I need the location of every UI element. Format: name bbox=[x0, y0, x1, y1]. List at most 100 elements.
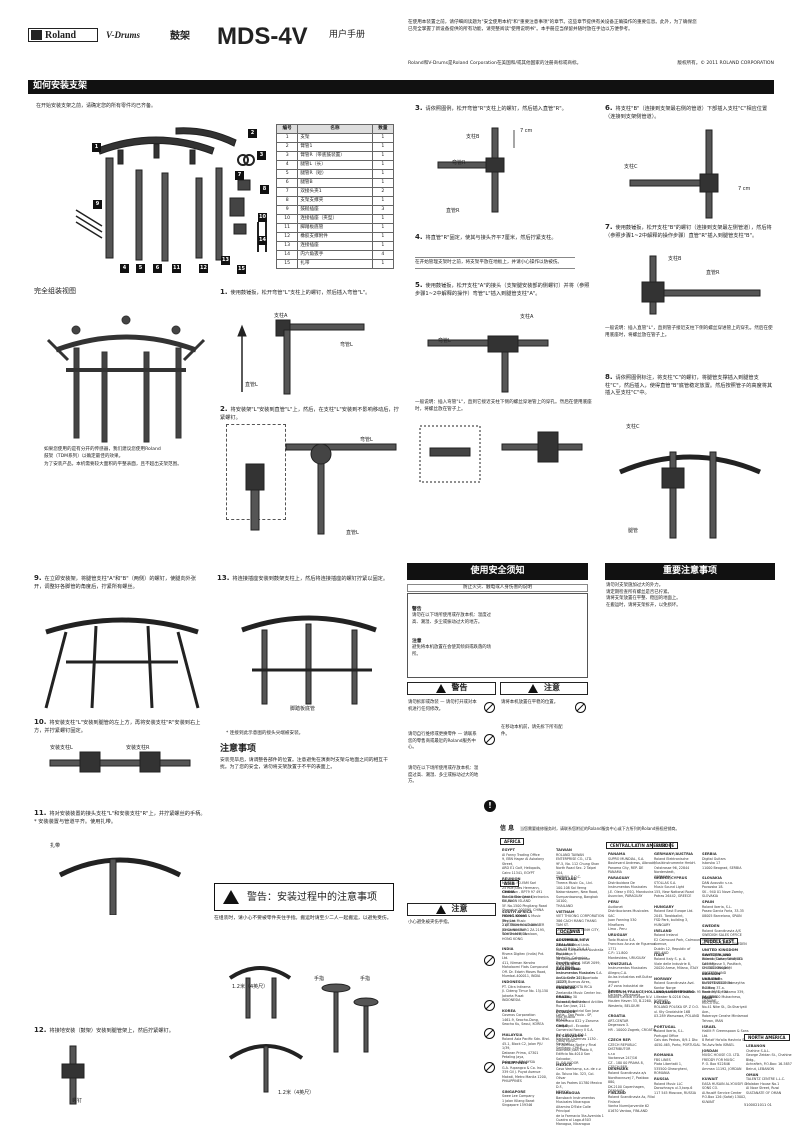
part-num-1: 1 bbox=[92, 143, 101, 152]
caution-header-2: 注意 bbox=[407, 903, 496, 916]
address-line: Roland Music LLC bbox=[654, 1081, 683, 1086]
address-country: LEBANON bbox=[746, 1044, 766, 1048]
warning-item-2: 请勿自行维修或更换零件 — 请联系您的零售商或最近的Roland服务中心。 bbox=[408, 732, 477, 751]
step-1-num: 1. bbox=[220, 288, 228, 296]
part-number: 14 bbox=[275, 249, 299, 260]
caution-triangle-icon-3 bbox=[435, 905, 446, 914]
step-9-num: 9. bbox=[34, 574, 42, 582]
safety-symbol-table: 警告 请勿在以下场所使用或存放本机：温度过高、潮湿、多尘或振动过大的地方。 注意… bbox=[407, 593, 588, 678]
address-line: Bansbach Instrumentos Musicales Nicaragu… bbox=[556, 1095, 596, 1105]
install-caution-illustration bbox=[228, 966, 379, 1093]
step-2: 2.将安装架"L"安装到直管"L"上，然后，在支柱"L"安装到不影响移动后，拧紧… bbox=[220, 404, 400, 422]
address-line: 01670 Vantaa, FINLAND bbox=[608, 1108, 648, 1113]
dim-2: 1.2米（4英尺） bbox=[278, 1090, 315, 1096]
address-line: Parque Industrial San Jose bbox=[556, 1008, 599, 1013]
step-2-illustration bbox=[245, 443, 397, 535]
address-line: Roland (U.K.) Ltd. bbox=[702, 952, 731, 957]
address-line: Edificio No.4010 San Salvador, bbox=[556, 1052, 591, 1061]
address-line: 9, EBN Hagar Al Askalany Street, bbox=[502, 857, 545, 866]
address-line: Centro Musical Ltda. bbox=[556, 942, 590, 947]
part-num-10: 10 bbox=[258, 213, 267, 222]
step-4-note: 在开始管理支架时之前，将支架平放在地板上，并请小心操作以防被伤。 bbox=[415, 257, 575, 269]
address-country: GREECE/CYPRUS bbox=[654, 876, 688, 880]
part-qty: 1 bbox=[371, 213, 395, 224]
address-line: Amman 11192, JORDAN bbox=[702, 1066, 742, 1071]
address-line: Mas Musika bbox=[556, 1014, 576, 1019]
part-qty: 1 bbox=[371, 159, 395, 170]
address-line: George Zeidan St., Chahine Bldg., bbox=[746, 1053, 792, 1062]
part-name: 双接头夹1 bbox=[297, 186, 373, 197]
product-name: 鼓架 bbox=[170, 31, 190, 42]
address-country: SWEDEN bbox=[702, 924, 720, 928]
part-num-9: 9 bbox=[93, 200, 102, 209]
address-line: Dee Why West. NSW 2099, bbox=[556, 961, 601, 965]
part-number: 3 bbox=[275, 150, 299, 161]
address-line: Nedecey Str. 30 bbox=[702, 990, 729, 995]
label-straight-l-1: 直管L bbox=[245, 382, 258, 388]
full-view-title: 完全组装视图 bbox=[34, 287, 76, 295]
address-line: 5F. No.1500 Pingliang Road bbox=[502, 903, 547, 908]
address-line: 11/F Silvercord Tower 1 bbox=[502, 923, 541, 928]
step-1: 1.使用鼓锤扳，松开弯管"L"支柱上的螺钉，然后插入弯管"L"。 bbox=[220, 287, 400, 298]
address-country: TAIWAN bbox=[556, 848, 572, 852]
label-7cm-3: 7 cm bbox=[520, 128, 533, 134]
safety-table-caution: 注意 避免将本机放置在会使其倾斜或跌落的场所。 bbox=[412, 638, 492, 658]
full-assembly-illustration bbox=[46, 315, 206, 443]
warning-header: 警告 bbox=[407, 682, 496, 695]
address-country: SWITZERLAND bbox=[702, 952, 732, 957]
address-line: 45-1, Block C2, Jalan PJU 1/39, bbox=[502, 1041, 543, 1051]
step-3-num: 3. bbox=[415, 104, 423, 112]
address-line: Roland (Switzerland) AG bbox=[702, 957, 742, 962]
part-num-6: 6 bbox=[153, 264, 162, 273]
address-line: EL SALVADOR bbox=[556, 1061, 579, 1066]
part-number: 7 bbox=[275, 186, 299, 197]
step-6-illustration bbox=[629, 129, 719, 219]
step-9: 9.在立即安装架，将腿管支柱"A"和"B"（两侧）的螺钉，使腿向外张开，调整好各… bbox=[34, 573, 206, 591]
address-country: IRAN bbox=[702, 996, 712, 1000]
step-3: 3.请依照图例，松开弯管"R"支柱上的螺钉，然后插入直管"R"。 bbox=[415, 103, 590, 114]
address-line: MEXICO bbox=[556, 1089, 570, 1094]
address-line: Jakarta Pusat bbox=[502, 993, 524, 998]
address-country: COSTA RICA bbox=[556, 962, 581, 966]
address-country: BELGIUM/FRANCE/HOLLAND/LUXEMBOURG bbox=[608, 990, 695, 994]
address-country: CHINA bbox=[502, 890, 515, 894]
address-line: Beirut, LEBANON bbox=[746, 1066, 775, 1071]
address-line: Rut.: 96.919.420-1 bbox=[556, 1032, 587, 1037]
important-item-3: 请将支架放置在平整、稳固的地面上。 bbox=[606, 596, 681, 602]
address-line: Lilleaker N-0216 Oslo, NORWAY bbox=[654, 994, 691, 1004]
install-caution-text: 在组装时，请小心不要被零件夹住手指。搬运时请至少二人一起搬运，以避免受伤。 bbox=[214, 916, 392, 921]
step-5-text: 使用鼓锤扳，松开支柱"A"的接头（支架腿安装部的侧螺钉）并将（参照步骤1~2中解… bbox=[415, 283, 590, 297]
address-line: REUNION ISLAND bbox=[502, 899, 531, 904]
address-line: THAILAND bbox=[556, 903, 573, 908]
address-country: ITALY bbox=[654, 952, 665, 957]
address-line: DIST.3, HO CHI MINH CITY, bbox=[556, 927, 600, 932]
step-13-text: 将连接插座安装到鼓架支柱上，然后将连接插座的螺钉拧紧以固定。 bbox=[232, 576, 389, 582]
part-number: 4 bbox=[275, 159, 299, 170]
address-line: (1123) Buenos Aires, bbox=[556, 980, 591, 985]
warning-item-1: 请勿拆卸或改装 — 请勿打开或对本机进行任何修改。 bbox=[408, 700, 477, 712]
address-line: Swee Lee Company bbox=[502, 1094, 535, 1099]
trademark: Roland和V-Drums是Roland Corporation在美国和/或其… bbox=[408, 61, 582, 66]
address-line: Lilleakerveien 2 Postboks 95 bbox=[654, 990, 701, 995]
address-country: INDONESIA bbox=[502, 980, 525, 984]
brand: Roland bbox=[45, 29, 77, 41]
address-line: Instrumentos Musicales S.A. bbox=[556, 971, 603, 976]
part-qty: 2 bbox=[371, 186, 395, 197]
address-line: Comercial Fancy II S.A. bbox=[556, 1028, 594, 1033]
step-11-note: * 安装装置与管道平齐。使用扎带。 bbox=[34, 818, 117, 825]
address-line: J.E. Olear y ESQ. Manduvira bbox=[608, 889, 654, 894]
address-line: P.O.Box 126 (Safat) 13002, KUWAIT bbox=[702, 1095, 747, 1104]
part-number: 11 bbox=[275, 222, 299, 233]
step-5-detail-illustration bbox=[419, 425, 583, 483]
